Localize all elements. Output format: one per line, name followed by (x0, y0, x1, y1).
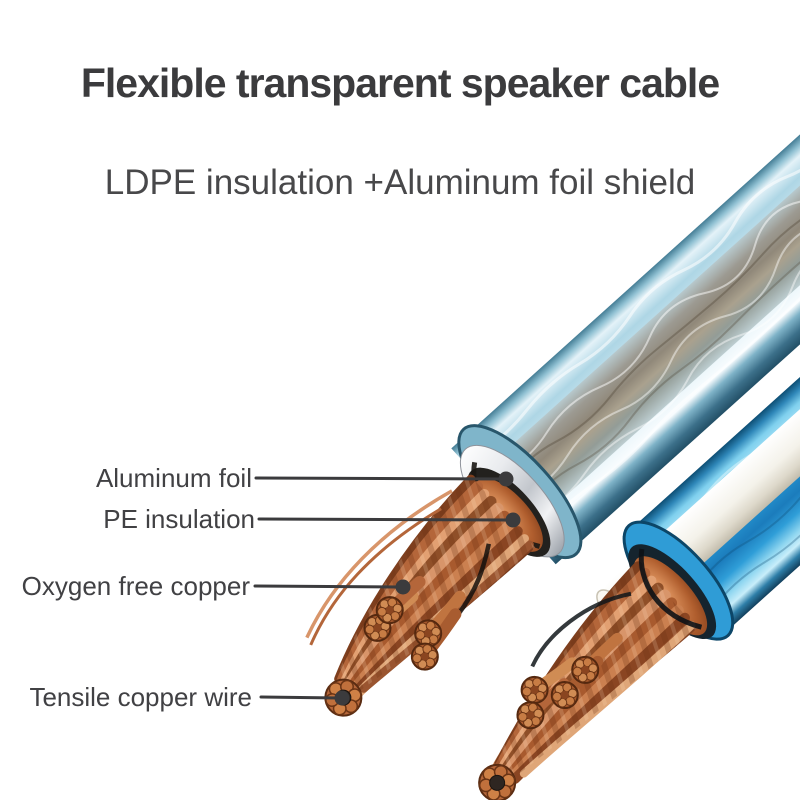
strand-cut-face (571, 655, 600, 684)
cable1-group (305, 73, 800, 717)
leader-line-pe-insulation (257, 517, 514, 522)
leader-line-oxygen-free-copper (253, 584, 402, 589)
callout-aluminum-foil: Aluminum foil (95, 463, 252, 493)
leader-line-aluminum-foil (254, 476, 507, 481)
callout-oxygen-free-copper: Oxygen free copper (21, 571, 250, 601)
strand-cut-face (410, 642, 439, 671)
leader-dot-pe-insulation (505, 512, 521, 528)
page-title: Flexible transparent speaker cable (80, 60, 720, 106)
leader-dot-tensile-copper-wire (334, 690, 350, 706)
subtitle: LDPE insulation +Aluminum foil shield (104, 163, 696, 202)
strand-cut-face (520, 675, 549, 704)
callout-pe-insulation: PE insulation (103, 504, 255, 534)
strand-cut-face (375, 596, 404, 625)
callout-tensile-copper-wire: Tensile copper wire (29, 682, 252, 712)
cable1-foil-band (476, 101, 800, 532)
leader-dot-aluminum-foil (498, 471, 514, 487)
leader-line-tensile-copper-wire (259, 695, 341, 700)
cable2-cut-and-copper (478, 520, 735, 800)
leader-dot-oxygen-free-copper (395, 579, 411, 595)
strand-cut-face (516, 701, 545, 730)
strand-cut-face (414, 619, 443, 648)
strand-cut-face (550, 681, 579, 710)
cable1-copper-bundle (305, 474, 536, 704)
tensile-wire-tip-face (478, 763, 517, 800)
